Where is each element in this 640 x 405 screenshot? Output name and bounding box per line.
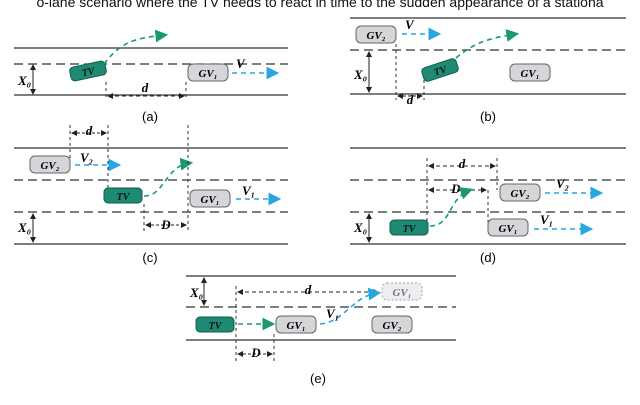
- target-vehicle: TV: [389, 219, 429, 236]
- panel-caption: (a): [142, 109, 158, 124]
- velocity-label: V₁: [242, 183, 255, 198]
- gv2-vehicle: GV₂: [355, 25, 397, 44]
- velocity-label: V: [236, 56, 246, 71]
- distance-label: d: [86, 123, 93, 138]
- gv1-ghost-vehicle: GV₁: [381, 282, 423, 301]
- gv2-vehicle: GV₂: [499, 183, 541, 202]
- target-vehicle: TV: [195, 316, 235, 333]
- target-vehicle: TV: [103, 187, 143, 204]
- gv1-vehicle: GV₁: [509, 63, 551, 82]
- vehicle-label: GV₁: [520, 68, 539, 80]
- velocity-label: V₁: [326, 306, 339, 321]
- vehicle-label: GV₂: [366, 30, 385, 42]
- panel-caption: (c): [142, 250, 157, 265]
- vehicle-label: TV: [433, 64, 450, 79]
- lane-change-trajectory: [429, 187, 474, 227]
- panel-a: X₀ TV GV₁ V d (a): [14, 29, 288, 124]
- lane-width-label: X₀: [353, 67, 367, 82]
- vehicle-label: TV: [117, 192, 131, 203]
- velocity-label: V: [405, 17, 415, 32]
- vehicle-label: GV₂: [40, 160, 59, 172]
- vehicle-label: TV: [81, 65, 97, 79]
- panel-caption: (d): [480, 250, 496, 265]
- velocity-label: V₁: [540, 212, 553, 227]
- panel-caption: (b): [480, 109, 496, 124]
- panel-e: X₀ d GV₁ TV GV₁ V₁ GV₂: [186, 275, 456, 386]
- panel-c: X₀ d GV₂ V₂ TV GV₁ V₁: [14, 123, 288, 265]
- panel-b: X₀ GV₂ V TV GV₁ d (b): [350, 17, 626, 124]
- distance-label: d: [407, 92, 414, 107]
- gv2-vehicle: GV₂: [371, 315, 413, 334]
- velocity-label: V₂: [556, 176, 569, 191]
- lane-width-label: X₀: [17, 220, 31, 235]
- lane-change-trajectory: [455, 29, 520, 59]
- distance-label: D: [250, 345, 261, 360]
- vehicle-label: GV₁: [198, 68, 217, 80]
- vehicle-label: GV₂: [382, 320, 401, 332]
- vehicle-label: TV: [403, 224, 417, 235]
- distance-label: d: [142, 80, 149, 95]
- vehicle-label: GV₂: [510, 188, 529, 200]
- gv2-vehicle: GV₂: [29, 155, 71, 174]
- gv1-vehicle: GV₁: [187, 63, 229, 82]
- lane-width-label: X₀: [353, 220, 367, 235]
- distance-label: d: [305, 282, 312, 297]
- distance-label: d: [459, 156, 466, 171]
- target-vehicle: TV: [69, 60, 107, 82]
- vehicle-label: TV: [209, 321, 223, 332]
- panel-d: X₀ d D GV₂ V₂ TV GV₁ V₁: [350, 147, 626, 265]
- lane-change-trajectory: [103, 29, 169, 65]
- velocity-label: V₂: [80, 150, 93, 165]
- distance-label: D: [450, 181, 461, 196]
- vehicle-label: GV₁: [392, 287, 411, 299]
- lane-width-label: X₀: [17, 73, 31, 88]
- figure-caption: o-lane scenario where the TV needs to re…: [36, 0, 604, 10]
- gv1-vehicle: GV₁: [275, 315, 317, 334]
- panel-caption: (e): [310, 371, 326, 386]
- gv1-vehicle: GV₁: [487, 218, 529, 237]
- lane-change-trajectory: [143, 157, 194, 197]
- vehicle-label: GV₁: [286, 320, 305, 332]
- lane-width-label: X₀: [189, 285, 203, 300]
- target-vehicle: TV: [421, 58, 459, 82]
- gv1-vehicle: GV₁: [189, 189, 231, 208]
- vehicle-label: GV₁: [200, 194, 219, 206]
- vehicle-label: GV₁: [498, 223, 517, 235]
- distance-label: D: [160, 217, 171, 232]
